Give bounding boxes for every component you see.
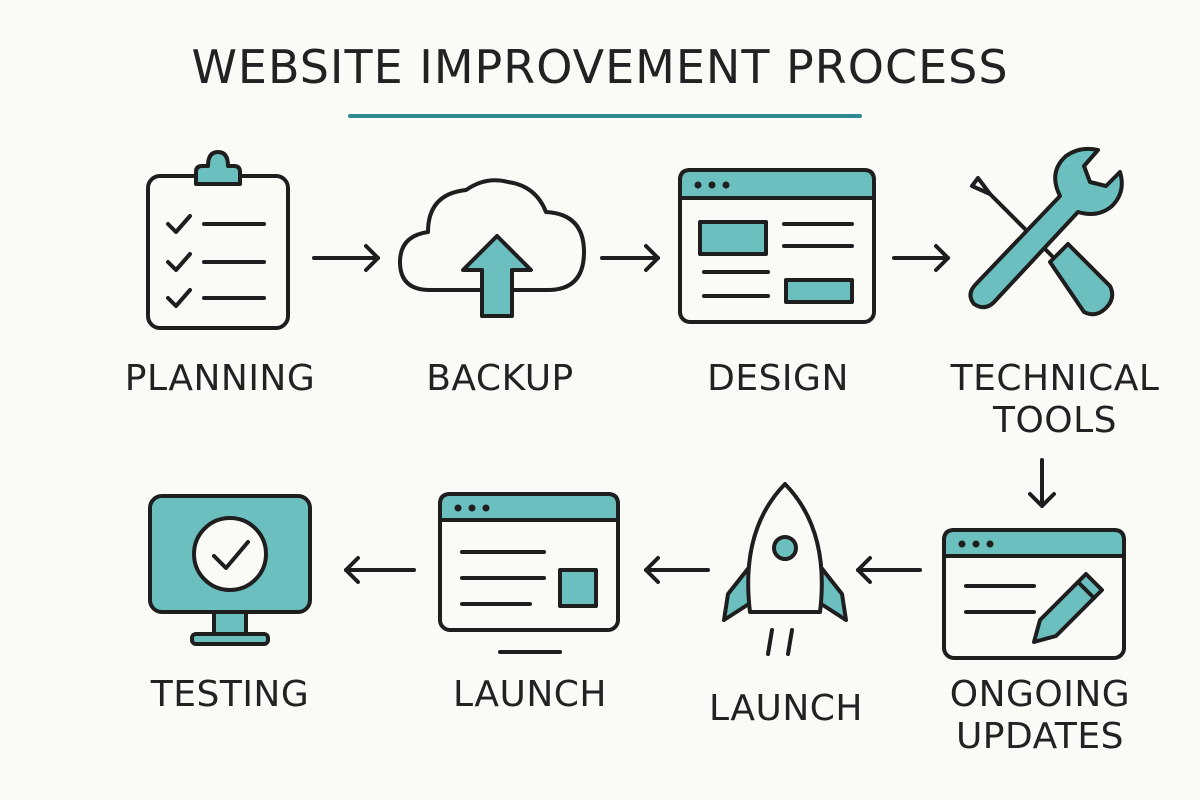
title-underline xyxy=(348,114,862,118)
arrow-backup-to-design xyxy=(600,244,660,272)
arrow-updates-to-rocket xyxy=(856,556,922,584)
monitor-checkmark-icon xyxy=(148,494,312,646)
step-label-planning: PLANNING xyxy=(124,358,316,399)
step-label-rocket-launch: LAUNCH xyxy=(709,688,863,729)
arrow-planning-to-backup xyxy=(312,244,380,272)
step-label-technical-tools: TECHNICAL TOOLS xyxy=(950,358,1160,441)
arrow-rocket-to-launch xyxy=(644,556,710,584)
clipboard-checklist-icon xyxy=(146,150,290,330)
browser-window-icon xyxy=(438,492,620,654)
step-label-ongoing-updates: ONGOING UPDATES xyxy=(949,674,1131,757)
step-label-testing: TESTING xyxy=(150,674,310,715)
step-label-launch: LAUNCH xyxy=(453,674,607,715)
page-title: WEBSITE IMPROVEMENT PROCESS xyxy=(191,40,1009,94)
browser-pencil-icon xyxy=(942,528,1126,660)
cloud-upload-icon xyxy=(398,178,586,318)
step-label-backup: BACKUP xyxy=(426,358,574,399)
arrow-design-to-tools xyxy=(892,244,950,272)
step-label-design: DESIGN xyxy=(707,358,849,399)
arrow-tools-to-updates xyxy=(1028,458,1056,508)
browser-layout-icon xyxy=(678,168,876,324)
arrow-launch-to-testing xyxy=(344,556,416,584)
wrench-screwdriver-icon xyxy=(968,146,1124,317)
rocket-icon xyxy=(722,482,848,656)
